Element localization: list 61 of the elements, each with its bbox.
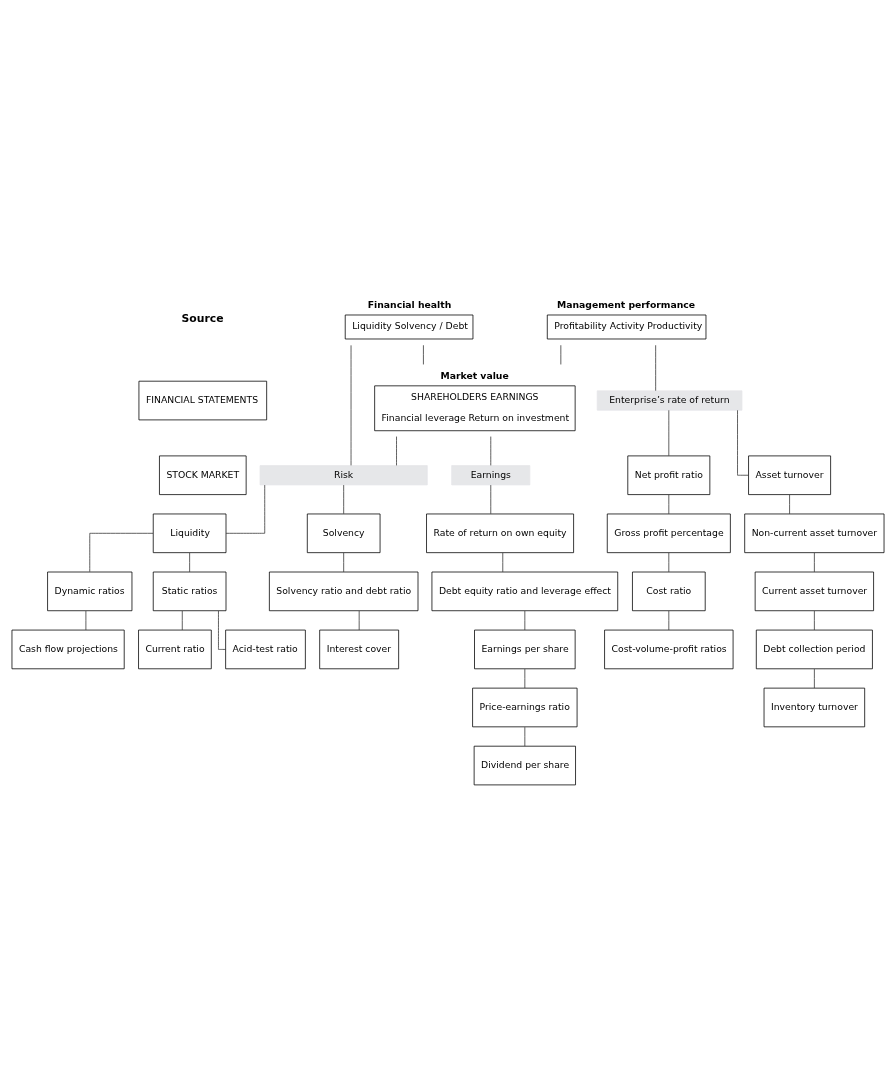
connector — [490, 484, 492, 515]
node-box: Cash flow projections — [11, 629, 125, 670]
node-box: Inventory turnover — [763, 687, 866, 728]
connector — [524, 668, 526, 689]
node-box: Current asset turnover — [754, 571, 874, 612]
node-label: Financial health — [367, 299, 452, 311]
connector — [813, 552, 815, 573]
node-box: Gross profit percentage — [606, 513, 731, 554]
connector — [343, 484, 345, 515]
connector — [218, 610, 226, 650]
node-box: Dividend per share — [473, 745, 576, 786]
connector — [524, 610, 526, 631]
connector — [490, 436, 492, 466]
connector — [668, 610, 670, 631]
connector — [181, 610, 183, 631]
node-box: SHAREHOLDERS EARNINGS Financial leverage Return on investment — [374, 385, 576, 432]
node-box: Acid-test ratio — [225, 629, 306, 670]
connector — [189, 552, 190, 573]
node-box: Solvency ratio and debt ratio — [269, 571, 419, 612]
connector — [358, 610, 360, 631]
node-box: Earnings per share — [474, 629, 576, 670]
node-label: Market value — [440, 370, 509, 382]
label: Source — [181, 311, 224, 325]
node-box: Current ratio — [138, 629, 212, 670]
node-box: Price-earnings ratio — [472, 687, 578, 728]
node-box: Rate of return on own equity — [426, 513, 574, 554]
connector — [89, 532, 154, 573]
connector — [343, 552, 345, 573]
connector — [789, 494, 790, 515]
connector — [813, 610, 815, 631]
connector — [85, 610, 87, 631]
node-label: Management performance — [556, 299, 696, 311]
connector — [668, 552, 670, 573]
connector — [423, 344, 424, 365]
connector — [655, 344, 657, 392]
node-box: Liquidity Solvency / Debt — [344, 314, 474, 340]
node-box: Risk — [259, 465, 428, 486]
node-box: STOCK MARKET — [159, 455, 247, 495]
node-box: Cost ratio — [632, 571, 706, 612]
connector — [668, 409, 670, 457]
node-box: Enterprise’s rate of return — [596, 390, 743, 411]
node-box: Liquidity — [152, 513, 227, 554]
node-box: Debt equity ratio and leverage effect — [431, 571, 619, 612]
node-box: Solvency — [306, 513, 381, 554]
node-box: Net profit ratio — [627, 455, 711, 495]
node-box: FINANCIAL STATEMENTS — [138, 380, 268, 421]
connector — [524, 726, 526, 747]
connector — [668, 494, 670, 515]
connector — [502, 552, 504, 573]
connector — [813, 668, 815, 689]
node-box: Cost-volume-profit ratios — [604, 629, 734, 670]
node-box: Profitability Activity Productivity — [546, 314, 707, 340]
node-box: Dynamic ratios — [47, 571, 133, 612]
connector — [225, 484, 266, 534]
connector — [396, 436, 397, 466]
node-box: Interest cover — [319, 629, 400, 670]
node-box: Earnings — [451, 465, 531, 486]
node-box: Static ratios — [152, 571, 227, 612]
node-box: Debt collection period — [755, 629, 873, 670]
node-box: Asset turnover — [748, 455, 831, 495]
node-box: Non-current asset turnover — [744, 513, 885, 554]
